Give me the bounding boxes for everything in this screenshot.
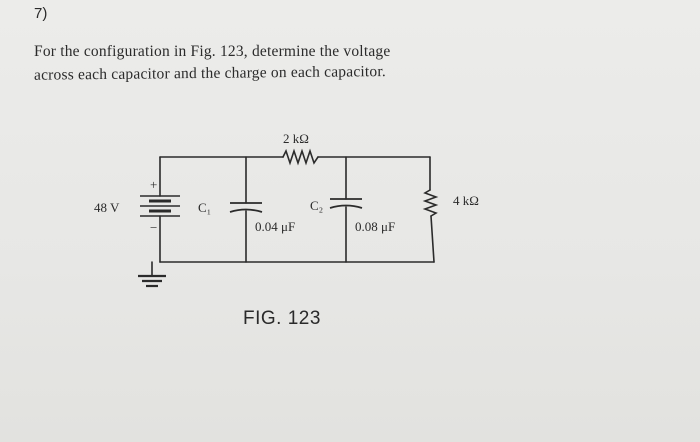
cap1-name-label: C₁: [198, 200, 211, 215]
cap2-value-label: 0.08 μF: [355, 219, 395, 234]
resistor-4k-label: 4 kΩ: [453, 193, 479, 208]
question-number: 7): [34, 5, 48, 22]
cap2-name-label: C₂: [310, 198, 323, 213]
resistor-4k-wire-bottom: [430, 215, 435, 263]
source-voltage-label: 48 V: [94, 200, 120, 215]
resistor-4k-symbol: [422, 189, 439, 217]
ground-icon: [138, 274, 166, 288]
problem-line-1: For the configuration in Fig. 123, deter…: [34, 43, 391, 60]
figure-caption: FIG. 123: [243, 308, 321, 329]
problem-statement: For the configuration in Fig. 123, deter…: [34, 41, 554, 84]
resistor-2k-symbol: [282, 148, 319, 166]
cap1-value-label: 0.04 μF: [255, 219, 295, 234]
battery-symbol: [140, 195, 180, 217]
source-plus-sign: +: [150, 177, 157, 192]
source-minus-sign: −: [150, 220, 157, 235]
cap2-symbol: [329, 198, 363, 209]
resistor-2k-label: 2 kΩ: [283, 131, 309, 146]
cap1-symbol: [229, 202, 263, 213]
